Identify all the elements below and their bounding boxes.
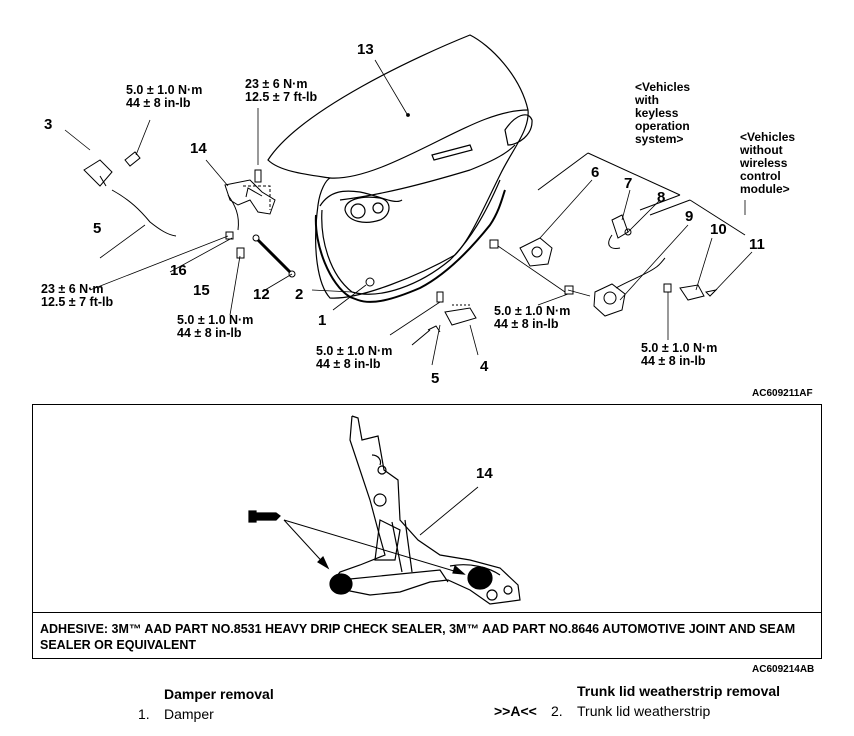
damper-rod — [256, 238, 292, 274]
torque-imperial: 44 ± 8 in-lb — [316, 357, 381, 371]
note-line: with — [635, 93, 659, 107]
exploded-view-drawing — [64, 34, 753, 366]
callout-4: 4 — [480, 358, 489, 375]
torque-nm: 5.0 ± 1.0 N·m — [641, 341, 718, 355]
note-line: control — [740, 169, 781, 183]
torque-nm: 23 ± 6 N·m — [41, 282, 104, 296]
callout-12: 12 — [253, 286, 270, 303]
damper-step-text: Damper — [164, 706, 214, 722]
note-line: <Vehicles — [635, 80, 691, 94]
callout-15: 15 — [193, 282, 210, 299]
weatherstrip-step-marker: >>A<< — [494, 703, 537, 719]
callout-10: 10 — [710, 221, 727, 238]
wireless-note: <Vehicles without wireless control modul… — [740, 131, 795, 196]
note-line: <Vehicles — [740, 130, 796, 144]
callout-14: 14 — [190, 140, 207, 157]
callout-3: 3 — [44, 116, 53, 133]
callout-1: 1 — [318, 312, 327, 329]
note-line: wireless — [740, 156, 788, 170]
torque-imperial: 44 ± 8 in-lb — [126, 96, 191, 110]
weatherstrip-step-text: Trunk lid weatherstrip — [577, 703, 711, 719]
detail-callout-14: 14 — [476, 465, 493, 482]
torque-nm: 5.0 ± 1.0 N·m — [177, 313, 254, 327]
figure2-code: AC609214AB — [752, 664, 815, 675]
note-line: operation — [635, 119, 690, 133]
torque-imperial: 44 ± 8 in-lb — [494, 317, 559, 331]
torque-nm: 5.0 ± 1.0 N·m — [126, 83, 203, 97]
torque-label-item9: 5.0 ± 1.0 N·m 44 ± 8 in-lb — [494, 305, 570, 331]
callout-5-center: 5 — [431, 370, 440, 387]
torque-label-item10: 5.0 ± 1.0 N·m 44 ± 8 in-lb — [641, 342, 717, 368]
note-line: system> — [635, 132, 684, 146]
weatherstrip-step-number: 2. — [551, 703, 563, 719]
note-line: keyless — [635, 106, 679, 120]
callout-13: 13 — [357, 41, 374, 58]
torque-label-item3: 5.0 ± 1.0 N·m 44 ± 8 in-lb — [126, 84, 202, 110]
callout-8: 8 — [657, 189, 666, 206]
callout-6: 6 — [591, 164, 600, 181]
callout-9: 9 — [685, 208, 694, 225]
callout-11: 11 — [749, 236, 765, 253]
torque-imperial: 12.5 ± 7 ft-lb — [245, 90, 318, 104]
torque-imperial: 44 ± 8 in-lb — [641, 354, 706, 368]
torque-nm: 5.0 ± 1.0 N·m — [494, 304, 571, 318]
torque-label-item4: 5.0 ± 1.0 N·m 44 ± 8 in-lb — [316, 345, 392, 371]
weatherstrip-removal-title: Trunk lid weatherstrip removal — [577, 683, 781, 699]
torque-imperial: 12.5 ± 7 ft-lb — [41, 295, 114, 309]
callout-16: 16 — [170, 262, 187, 279]
callout-5-left: 5 — [93, 220, 102, 237]
torque-nm: 23 ± 6 N·m — [245, 77, 308, 91]
note-line: without — [740, 143, 783, 157]
torque-label-item15: 5.0 ± 1.0 N·m 44 ± 8 in-lb — [177, 314, 253, 340]
callout-2: 2 — [295, 286, 304, 303]
adhesive-detail-box — [32, 404, 822, 659]
torque-label-left-hinge: 23 ± 6 N·m 12.5 ± 7 ft-lb — [41, 283, 113, 309]
torque-nm: 5.0 ± 1.0 N·m — [316, 344, 393, 358]
figure1-code: AC609211AF — [752, 388, 813, 399]
keyless-note: <Vehicles with keyless operation system> — [635, 81, 690, 146]
adhesive-note: ADHESIVE: 3M™ AAD PART NO.8531 HEAVY DRI… — [32, 612, 822, 659]
damper-step-number: 1. — [138, 706, 150, 722]
torque-imperial: 44 ± 8 in-lb — [177, 326, 242, 340]
damper-removal-title: Damper removal — [164, 686, 274, 702]
callout-7: 7 — [624, 175, 633, 192]
note-line: module> — [740, 182, 790, 196]
torque-label-top-hinge: 23 ± 6 N·m 12.5 ± 7 ft-lb — [245, 78, 317, 104]
weatherstrip-outline — [314, 189, 506, 303]
